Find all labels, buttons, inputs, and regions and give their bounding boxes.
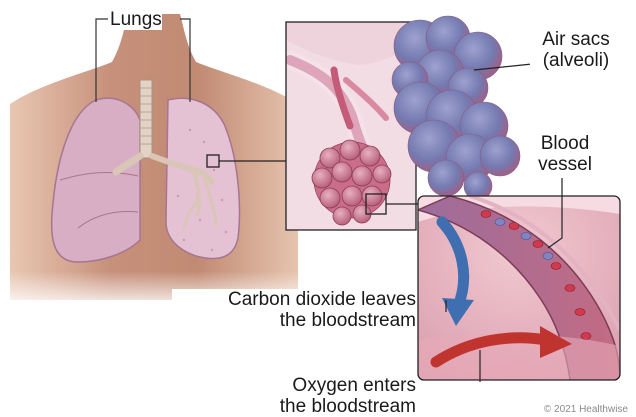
blood-vessel-label: Blood vessel (530, 133, 600, 175)
air-sacs-label-line2: (alveoli) (530, 50, 622, 71)
lungs-label: Lungs (110, 9, 162, 30)
blood-vessel-label-line2: vessel (530, 154, 600, 175)
copyright-notice: © 2021 Healthwise (544, 404, 628, 415)
air-sacs-label: Air sacs (alveoli) (530, 29, 622, 71)
co2-label: Carbon dioxide leaves the bloodstream (172, 289, 416, 331)
blood-vessel-label-line1: Blood (530, 133, 600, 154)
oxygen-label-line1: Oxygen enters (210, 375, 416, 396)
oxygen-label-line2: the bloodstream (210, 396, 416, 417)
co2-label-line1: Carbon dioxide leaves (172, 289, 416, 310)
torso (0, 14, 310, 310)
co2-label-line2: the bloodstream (172, 310, 416, 331)
oxygen-label: Oxygen enters the bloodstream (210, 375, 416, 417)
air-sacs-label-line1: Air sacs (530, 29, 622, 50)
